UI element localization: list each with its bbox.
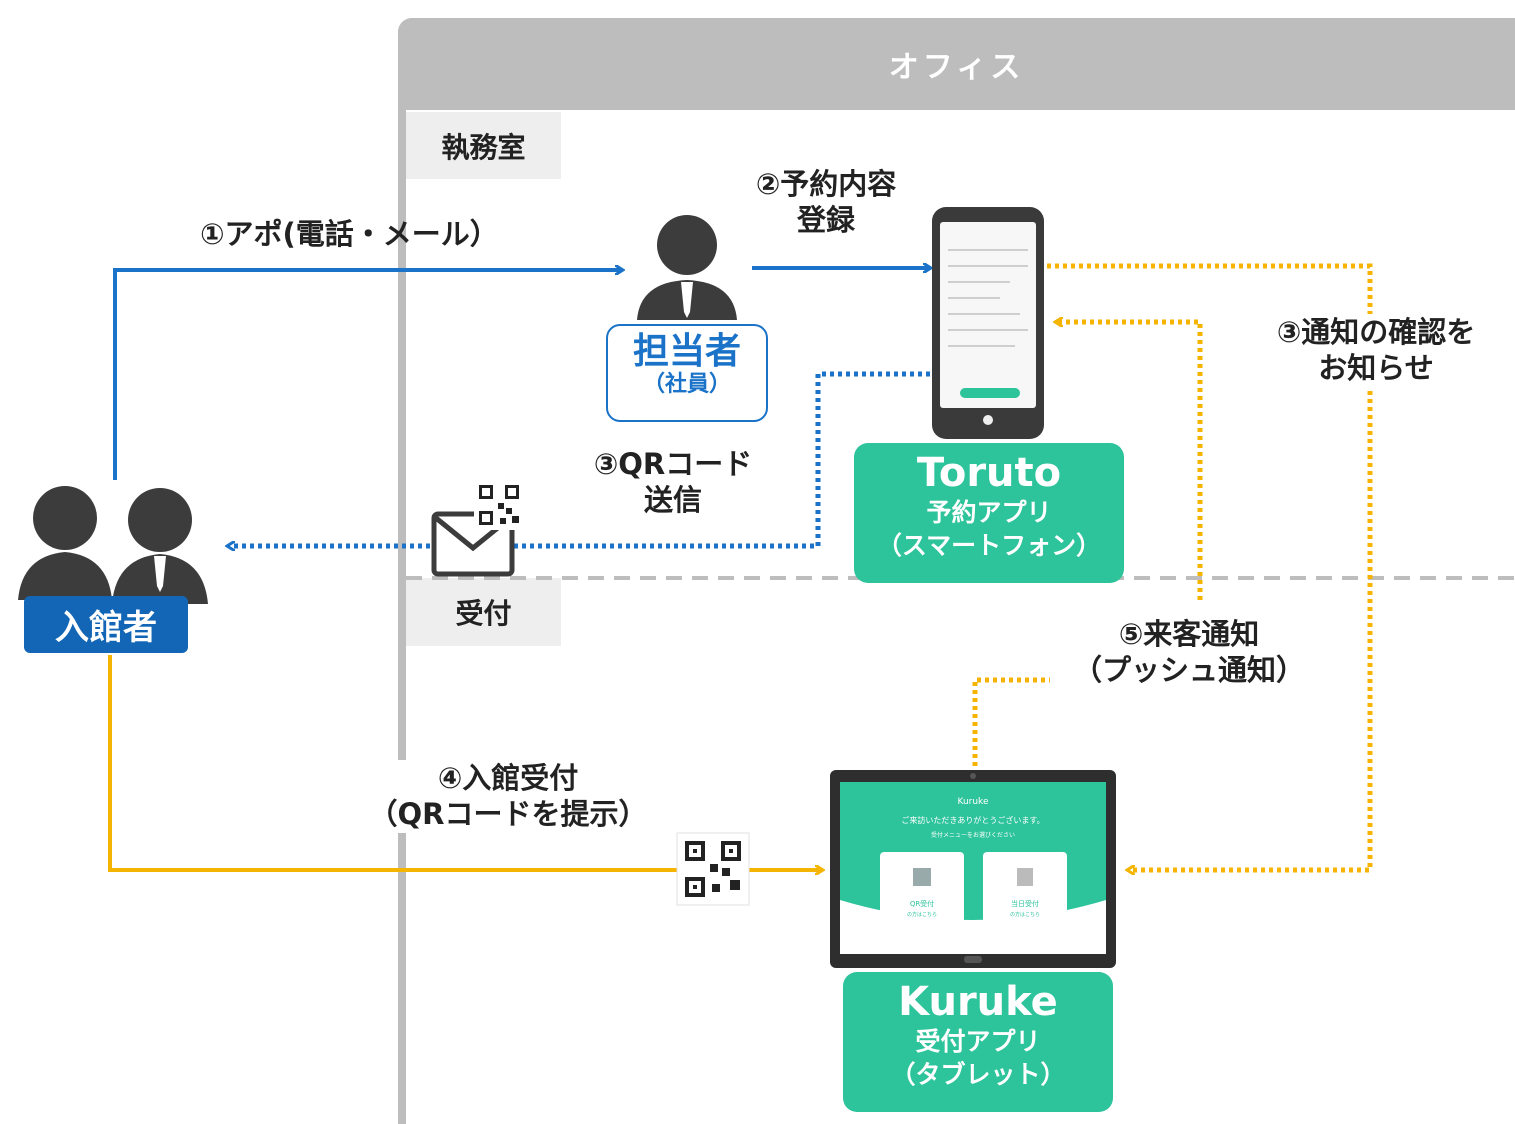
staff-person-icon: [637, 215, 737, 320]
kuruke-line1: 受付アプリ: [915, 1027, 1041, 1056]
tablet-greeting: ご来訪いただきありがとうございます。: [901, 815, 1044, 825]
step4-label: ④入館受付 （QRコードを提示）: [358, 760, 658, 833]
tablet-card1-title: QR受付: [910, 899, 934, 908]
arrow-step4: [108, 655, 822, 870]
step3-qr-line1: ③QRコード: [593, 447, 753, 481]
arrow-step3-notify: [1047, 263, 1373, 870]
step4-line1: ④入館受付: [437, 761, 579, 795]
kuruke-app-box: Kuruke 受付アプリ （タブレット）: [843, 972, 1113, 1112]
visitor-persons-icon: [18, 486, 208, 604]
smartphone-icon: [932, 207, 1044, 439]
office-header: オフィス: [398, 18, 1515, 110]
step5-line2: （プッシュ通知）: [1072, 653, 1305, 688]
toruto-line1: 予約アプリ: [926, 498, 1052, 527]
staff-subtitle: （社員）: [642, 371, 731, 397]
tablet-card2-title: 当日受付: [1011, 899, 1039, 908]
toruto-name: Toruto: [916, 450, 1062, 496]
staff-title: 担当者: [632, 331, 741, 372]
toruto-app-box: Toruto 予約アプリ （スマートフォン）: [854, 443, 1124, 583]
arrow-step3-qr: [228, 371, 930, 546]
step4-line2: （QRコードを提示）: [368, 797, 648, 832]
tablet-brand: Kuruke: [958, 797, 989, 807]
tablet-icon: [830, 770, 1116, 968]
toruto-line2: （スマートフォン）: [876, 530, 1102, 560]
step5-label: ⑤来客通知 （プッシュ通知）: [1064, 616, 1314, 689]
tablet-card2-sub: の方はこちら: [1010, 911, 1040, 918]
kuruke-line2: （タブレット）: [890, 1059, 1066, 1089]
staff-label-box: 担当者 （社員）: [606, 324, 768, 422]
step2-label: ②予約内容 登録: [736, 166, 916, 239]
step5-line1: ⑤来客通知: [1118, 617, 1260, 651]
step2-line2: 登録: [796, 203, 855, 238]
arrow-step5: [972, 677, 1050, 766]
step3-notify-label: ③通知の確認を お知らせ: [1252, 314, 1500, 387]
qr-code-small-icon: [474, 480, 524, 530]
step1-label: ①アポ(電話・メール）: [200, 217, 499, 251]
tablet-prompt: 受付メニューをお選びください: [931, 831, 1015, 839]
room-label-reception: 受付: [406, 578, 561, 646]
kuruke-name: Kuruke: [898, 979, 1058, 1025]
arrow-step1: [113, 270, 622, 480]
step3-notify-line2: お知らせ: [1318, 351, 1434, 386]
visitor-badge: 入館者: [24, 596, 188, 653]
qr-code-large-icon: [676, 832, 750, 906]
step3-qr-label: ③QRコード 送信: [578, 446, 768, 519]
step2-line1: ②予約内容: [755, 167, 897, 201]
step3-notify-line1: ③通知の確認を: [1276, 315, 1476, 349]
room-label-office: 執務室: [406, 112, 561, 179]
tablet-card1-sub: の方はこちら: [907, 911, 937, 918]
step3-qr-line2: 送信: [643, 483, 702, 518]
